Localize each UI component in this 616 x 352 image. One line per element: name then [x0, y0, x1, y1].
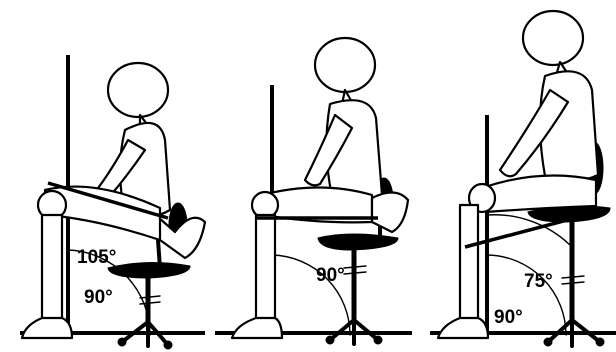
chair-back-post: [158, 240, 160, 268]
thigh-forearm: [482, 176, 596, 213]
chair-tick: [562, 282, 584, 284]
posture-middle: 90°: [215, 38, 412, 344]
chair-seat: [318, 234, 398, 250]
thigh-angle-label: 75°: [524, 271, 553, 292]
posture-left: 105° 90°: [20, 55, 205, 349]
chair-leg: [354, 320, 378, 340]
chair-caster: [326, 336, 334, 344]
chair-tick: [562, 276, 584, 278]
chair-caster: [544, 338, 552, 346]
chair-caster: [596, 338, 604, 346]
shin: [256, 215, 275, 325]
head: [315, 38, 375, 92]
mannequin: [232, 38, 408, 338]
foot: [438, 318, 488, 338]
chair-caster: [164, 341, 172, 349]
head: [108, 63, 168, 117]
ankle-angle-label: 90°: [494, 307, 523, 328]
shin: [42, 215, 62, 325]
posture-right: 75° 90°: [430, 11, 616, 346]
chair-caster: [118, 338, 126, 346]
foot: [22, 318, 72, 338]
shin: [460, 205, 478, 324]
chair-caster: [374, 336, 382, 344]
hand: [372, 192, 408, 232]
thigh-angle-label: 90°: [316, 265, 345, 286]
chair-tick: [140, 296, 160, 298]
ankle-angle-label: 90°: [84, 287, 113, 308]
foot: [232, 318, 282, 338]
chair-tick: [344, 272, 366, 274]
thigh-angle-label: 105°: [77, 247, 116, 268]
head: [523, 11, 583, 65]
chair-tick: [344, 266, 366, 268]
chair-seat: [108, 262, 190, 278]
